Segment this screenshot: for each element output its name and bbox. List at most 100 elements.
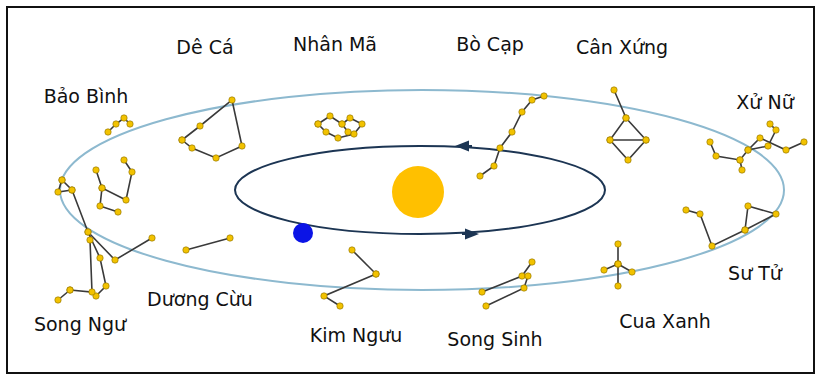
- star-dot: [623, 115, 629, 121]
- constellation-name: Cân Xứng: [574, 37, 670, 59]
- star-dot: [541, 93, 547, 99]
- constellation-line: [352, 250, 376, 274]
- orbit-arrow: [462, 145, 472, 147]
- star-dot: [67, 287, 73, 293]
- star-dot: [521, 285, 527, 291]
- star-dot: [607, 137, 613, 143]
- constellation-name: Song Sinh: [445, 329, 544, 351]
- constellation-name: Bảo Bình: [42, 86, 131, 108]
- star-dot: [93, 167, 99, 173]
- star-dot: [713, 153, 719, 159]
- star-dot: [85, 229, 91, 235]
- star-dot: [351, 131, 357, 137]
- constellation-line: [686, 206, 776, 246]
- star-dot: [739, 167, 745, 173]
- constellation-line: [72, 190, 106, 296]
- sun: [392, 166, 444, 218]
- star-dot: [519, 109, 525, 115]
- star-dot: [315, 121, 321, 127]
- constellation-line: [710, 124, 776, 160]
- star-dot: [87, 237, 93, 243]
- star-dot: [615, 261, 621, 267]
- star-dot: [183, 247, 189, 253]
- star-dot: [179, 137, 185, 143]
- star-dot: [97, 203, 103, 209]
- constellation-line: [324, 274, 376, 306]
- constellation-line: [610, 139, 646, 141]
- star-dot: [373, 271, 379, 277]
- star-dot: [113, 121, 119, 127]
- star-dot: [189, 145, 195, 151]
- star-dot: [213, 155, 219, 161]
- star-dot: [742, 227, 748, 233]
- star-dot: [623, 115, 629, 121]
- star-dot: [239, 143, 245, 149]
- star-dot: [97, 255, 103, 261]
- star-dot: [315, 121, 321, 127]
- constellation-line: [480, 96, 544, 176]
- constellation-line: [182, 100, 242, 158]
- star-dot: [737, 157, 743, 163]
- star-dot: [115, 209, 121, 215]
- constellation-line: [486, 276, 528, 306]
- constellation-name: Nhân Mã: [291, 34, 379, 56]
- star-dot: [783, 147, 789, 153]
- constellation-name: Song Ngư: [32, 314, 128, 336]
- star-dot: [643, 137, 649, 143]
- earth: [293, 223, 313, 243]
- star-dot: [85, 229, 91, 235]
- star-dot: [323, 129, 329, 135]
- star-dot: [227, 235, 233, 241]
- star-dot: [229, 97, 235, 103]
- star-dot: [99, 185, 105, 191]
- star-dot: [55, 189, 61, 195]
- star-dot: [709, 243, 715, 249]
- star-dot: [179, 137, 185, 143]
- star-dot: [112, 257, 118, 263]
- constellation-name: Kim Ngưu: [308, 325, 405, 347]
- constellation-name: Dê Cá: [174, 37, 235, 59]
- star-dot: [801, 139, 807, 145]
- star-dot: [349, 247, 355, 253]
- star-dot: [529, 97, 535, 103]
- star-dot: [359, 121, 365, 127]
- star-dot: [683, 207, 689, 213]
- constellation-line: [610, 90, 646, 160]
- constellation-line: [748, 138, 804, 150]
- star-dot: [59, 177, 65, 183]
- star-dot: [607, 137, 613, 143]
- star-dot: [745, 147, 751, 153]
- star-dot: [99, 185, 105, 191]
- star-dot: [347, 115, 353, 121]
- star-dot: [742, 227, 748, 233]
- star-dot: [509, 129, 515, 135]
- star-dot: [69, 187, 75, 193]
- constellation-line: [70, 240, 92, 292]
- star-dot: [615, 261, 621, 267]
- star-dot: [611, 87, 617, 93]
- star-dot: [757, 135, 763, 141]
- star-dot: [127, 121, 133, 127]
- star-dot: [767, 121, 773, 127]
- star-dot: [67, 287, 73, 293]
- constellation-name: Cua Xanh: [617, 311, 713, 333]
- star-dot: [339, 121, 345, 127]
- star-dot: [529, 259, 535, 265]
- star-dot: [59, 177, 65, 183]
- star-dot: [737, 157, 743, 163]
- star-dot: [491, 163, 497, 169]
- star-dot: [373, 271, 379, 277]
- star-dot: [335, 135, 341, 141]
- star-dot: [643, 137, 649, 143]
- earth-orbit: [235, 146, 605, 234]
- star-dot: [105, 129, 111, 135]
- star-dot: [615, 241, 621, 247]
- star-dot: [121, 115, 127, 121]
- star-dot: [477, 173, 483, 179]
- constellation-line: [482, 262, 532, 292]
- star-dot: [129, 169, 135, 175]
- star-dot: [483, 303, 489, 309]
- star-dot: [745, 203, 751, 209]
- constellation-line: [318, 116, 362, 138]
